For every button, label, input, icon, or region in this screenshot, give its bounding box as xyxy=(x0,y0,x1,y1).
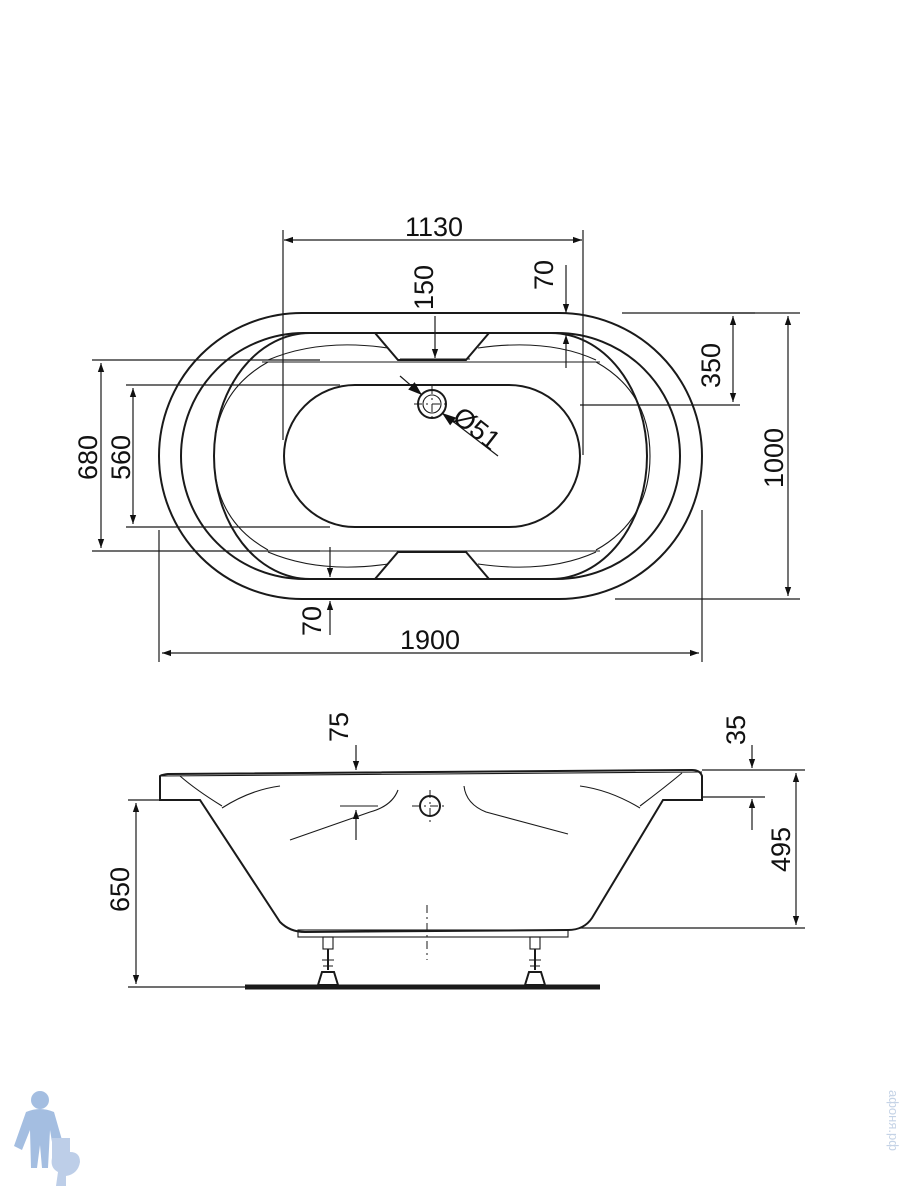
dim-label-1000: 1000 xyxy=(759,428,789,488)
watermark-text: афоня.рф xyxy=(886,1090,900,1151)
armrest-top-left xyxy=(267,344,389,361)
dim-label-1900: 1900 xyxy=(400,625,460,655)
dim-label-diameter-51: Ø51 xyxy=(447,401,506,456)
dim-label-680: 680 xyxy=(73,435,103,480)
rim-corner-left xyxy=(179,775,223,807)
shell-contour-left-upper xyxy=(221,785,281,809)
side-view: 75 35 495 650 xyxy=(105,712,805,990)
dim-label-70-top: 70 xyxy=(529,260,559,290)
rim-corner-right xyxy=(639,772,683,807)
tub-outer-rim xyxy=(158,312,703,600)
tub-base xyxy=(297,929,569,938)
tub-floor xyxy=(283,384,581,528)
tub-side-shell xyxy=(159,768,703,934)
armrest-bottom-left xyxy=(267,551,389,568)
mascot-body-icon xyxy=(14,1109,62,1168)
dim-label-75: 75 xyxy=(324,712,354,742)
tub-rim-inner-edge xyxy=(180,332,681,580)
drain-icon xyxy=(414,386,450,422)
support-leg-left xyxy=(316,936,340,986)
toilet-icon xyxy=(51,1138,80,1186)
dim-label-560: 560 xyxy=(106,435,136,480)
overflow-icon xyxy=(412,790,448,822)
side-curve-left xyxy=(213,361,269,551)
support-leg-right xyxy=(523,936,547,986)
top-view: 1130 150 70 350 1000 680 560 Ø51 xyxy=(73,212,800,662)
armrest-bottom-right xyxy=(477,551,597,568)
tub-inner-shell xyxy=(213,332,648,580)
armrest-top-right xyxy=(477,344,597,361)
dim-label-650: 650 xyxy=(105,867,135,912)
shell-contour-right-lower xyxy=(463,785,569,835)
dim-label-495: 495 xyxy=(766,827,796,872)
mascot-head-icon xyxy=(31,1091,49,1109)
side-curve-right xyxy=(595,361,651,551)
shell-contour-left-lower xyxy=(289,789,399,841)
dim-label-1130: 1130 xyxy=(405,212,463,242)
watermark-logo xyxy=(14,1091,80,1186)
dim-label-35: 35 xyxy=(721,715,751,745)
dim-label-70-bottom: 70 xyxy=(297,606,327,636)
dim-label-150: 150 xyxy=(409,265,439,310)
shell-contour-right-upper xyxy=(579,785,641,809)
dim-label-350: 350 xyxy=(696,343,726,388)
